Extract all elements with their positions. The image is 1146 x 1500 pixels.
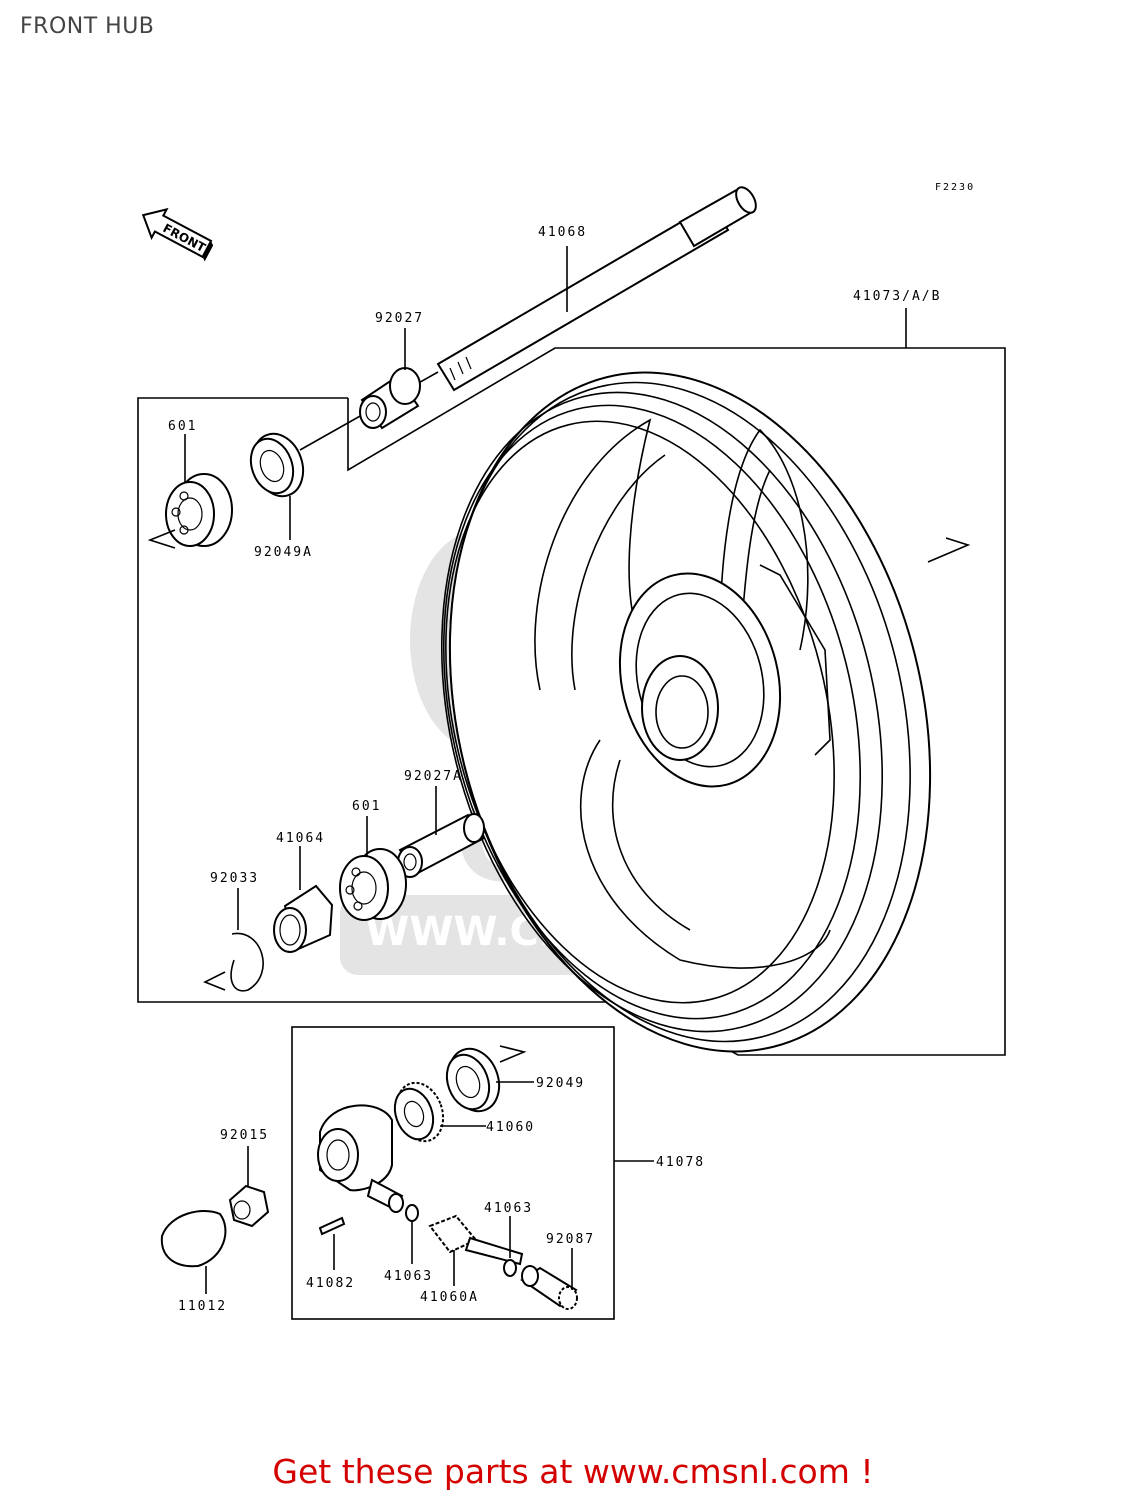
bearing-601-bottom: 601	[339, 799, 407, 921]
wheel-pointer	[927, 537, 971, 563]
label-601-bottom: 601	[352, 799, 381, 814]
oil-seal-92049: 92049	[445, 1045, 585, 1113]
circlip-92033: 92033	[203, 871, 264, 992]
washer-41063-right: 41063	[484, 1201, 533, 1277]
label-41064: 41064	[276, 831, 325, 846]
label-601-top: 601	[168, 419, 197, 434]
front-direction-arrow: FRONT	[141, 207, 214, 262]
label-41073: 41073/A/B	[853, 289, 941, 304]
label-92049: 92049	[536, 1076, 585, 1091]
front-wheel-41073	[440, 371, 932, 1053]
collar-92027: 92027	[359, 311, 424, 430]
washer-41063-left: 41063	[384, 1204, 433, 1284]
label-41078: 41078	[656, 1155, 705, 1170]
label-41060a: 41060A	[420, 1290, 479, 1305]
retainer-41064: 41064	[273, 831, 334, 953]
gear-41060: 41060	[393, 1081, 535, 1143]
nut-92015: 92015	[220, 1128, 270, 1228]
label-92027: 92027	[375, 311, 424, 326]
label-41082: 41082	[306, 1276, 355, 1291]
diagram-code: F2230	[935, 182, 975, 193]
label-92049a: 92049A	[254, 545, 313, 560]
label-92033: 92033	[210, 871, 259, 886]
axle-41068: 41068	[299, 186, 757, 451]
page-title: FRONT HUB	[20, 14, 155, 39]
label-92087: 92087	[546, 1232, 595, 1247]
assembly-frame-lines	[137, 347, 1006, 1320]
label-41068: 41068	[538, 225, 587, 240]
label-41063-right: 41063	[484, 1201, 533, 1216]
label-92027a: 92027A	[404, 769, 463, 784]
label-11012: 11012	[178, 1299, 227, 1314]
cap-11012: 11012	[160, 1210, 227, 1314]
speedometer-gear-housing	[317, 1104, 404, 1213]
oil-seal-92049a: 92049A	[249, 432, 313, 560]
pinion-41060a: 41060A	[420, 1214, 524, 1305]
label-41060: 41060	[486, 1120, 535, 1135]
footer-link[interactable]: Get these parts at www.cmsnl.com !	[272, 1452, 874, 1491]
bushing-92087: 92087	[520, 1232, 595, 1310]
pin-41082: 41082	[306, 1216, 355, 1291]
bearing-601-top: 601	[147, 419, 233, 549]
label-92015: 92015	[220, 1128, 269, 1143]
label-41063-left: 41063	[384, 1269, 433, 1284]
